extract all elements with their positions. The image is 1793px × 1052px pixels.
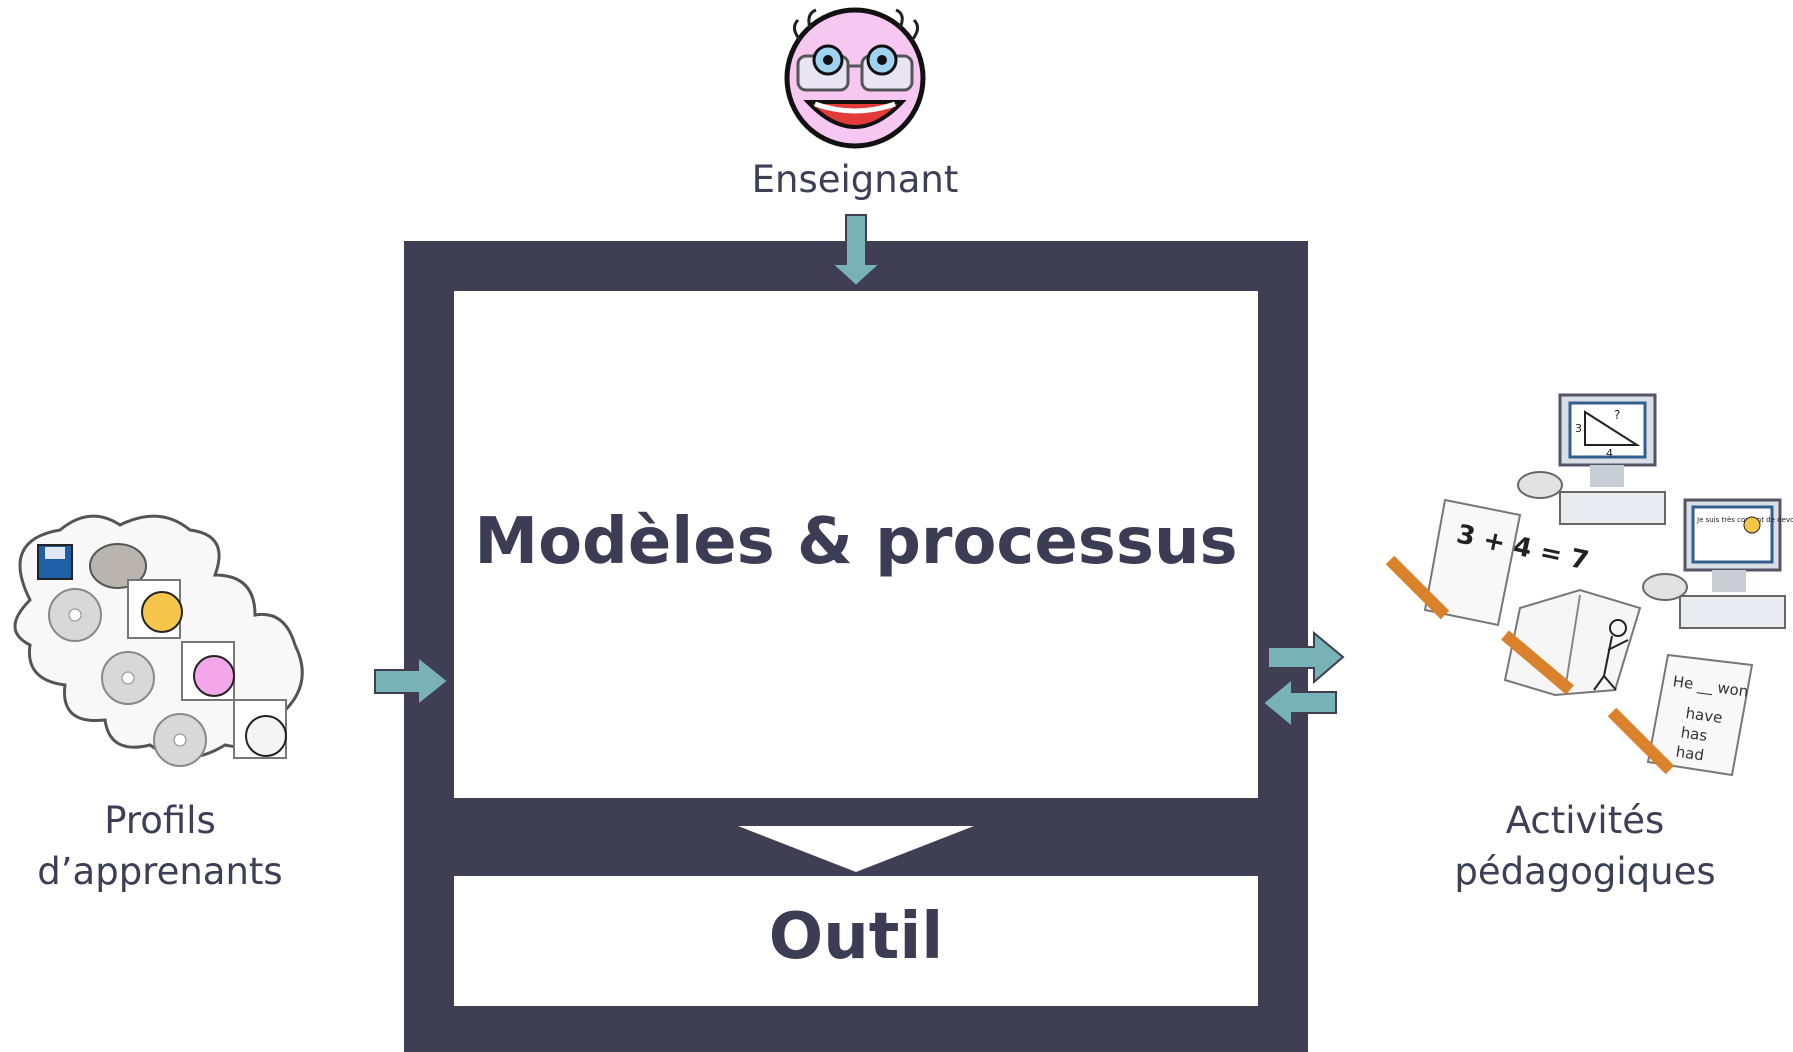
funnel-arrow-hole (738, 826, 974, 872)
models-processes-box (454, 291, 1258, 798)
screen-text: Je suis très content de devoir jouer ave… (1696, 516, 1793, 524)
quiz-option-2: has (1680, 723, 1709, 745)
pedagogical-activities-label-line2: pédagogiques (1454, 850, 1716, 893)
learner-profiles-label-line2: d’apprenants (37, 850, 283, 893)
activities-output-arrow (1267, 630, 1345, 685)
quiz-option-1: have (1685, 704, 1724, 727)
learner-profiles-icon (13, 514, 304, 767)
tool-title: Outil (768, 900, 944, 974)
teacher-face-icon (784, 7, 926, 149)
funnel-arrow (454, 798, 1258, 876)
learner-profiles-label: Profils d’apprenants (20, 795, 300, 897)
models-processes-title: Modèles & processus (474, 505, 1238, 579)
pedagogical-activities-label-line1: Activités (1505, 799, 1665, 842)
teacher-label: Enseignant (751, 158, 959, 201)
pedagogical-activities-icon: ? 3 4 Je suis très content de devoir jou… (1385, 393, 1793, 777)
quiz-option-3: had (1675, 743, 1705, 765)
profiles-input-arrow (374, 654, 450, 708)
triangle-top-label: ? (1614, 408, 1620, 422)
learner-profiles-label-line1: Profils (104, 799, 216, 842)
system-frame (404, 241, 1308, 1052)
triangle-left-label: 3 (1575, 422, 1582, 435)
pedagogical-activities-label: Activités pédagogiques (1440, 795, 1730, 897)
triangle-bottom-label: 4 (1606, 447, 1613, 460)
tool-box (454, 876, 1258, 1006)
activities-input-arrow (1261, 676, 1337, 730)
teacher-input-arrow (829, 214, 883, 288)
